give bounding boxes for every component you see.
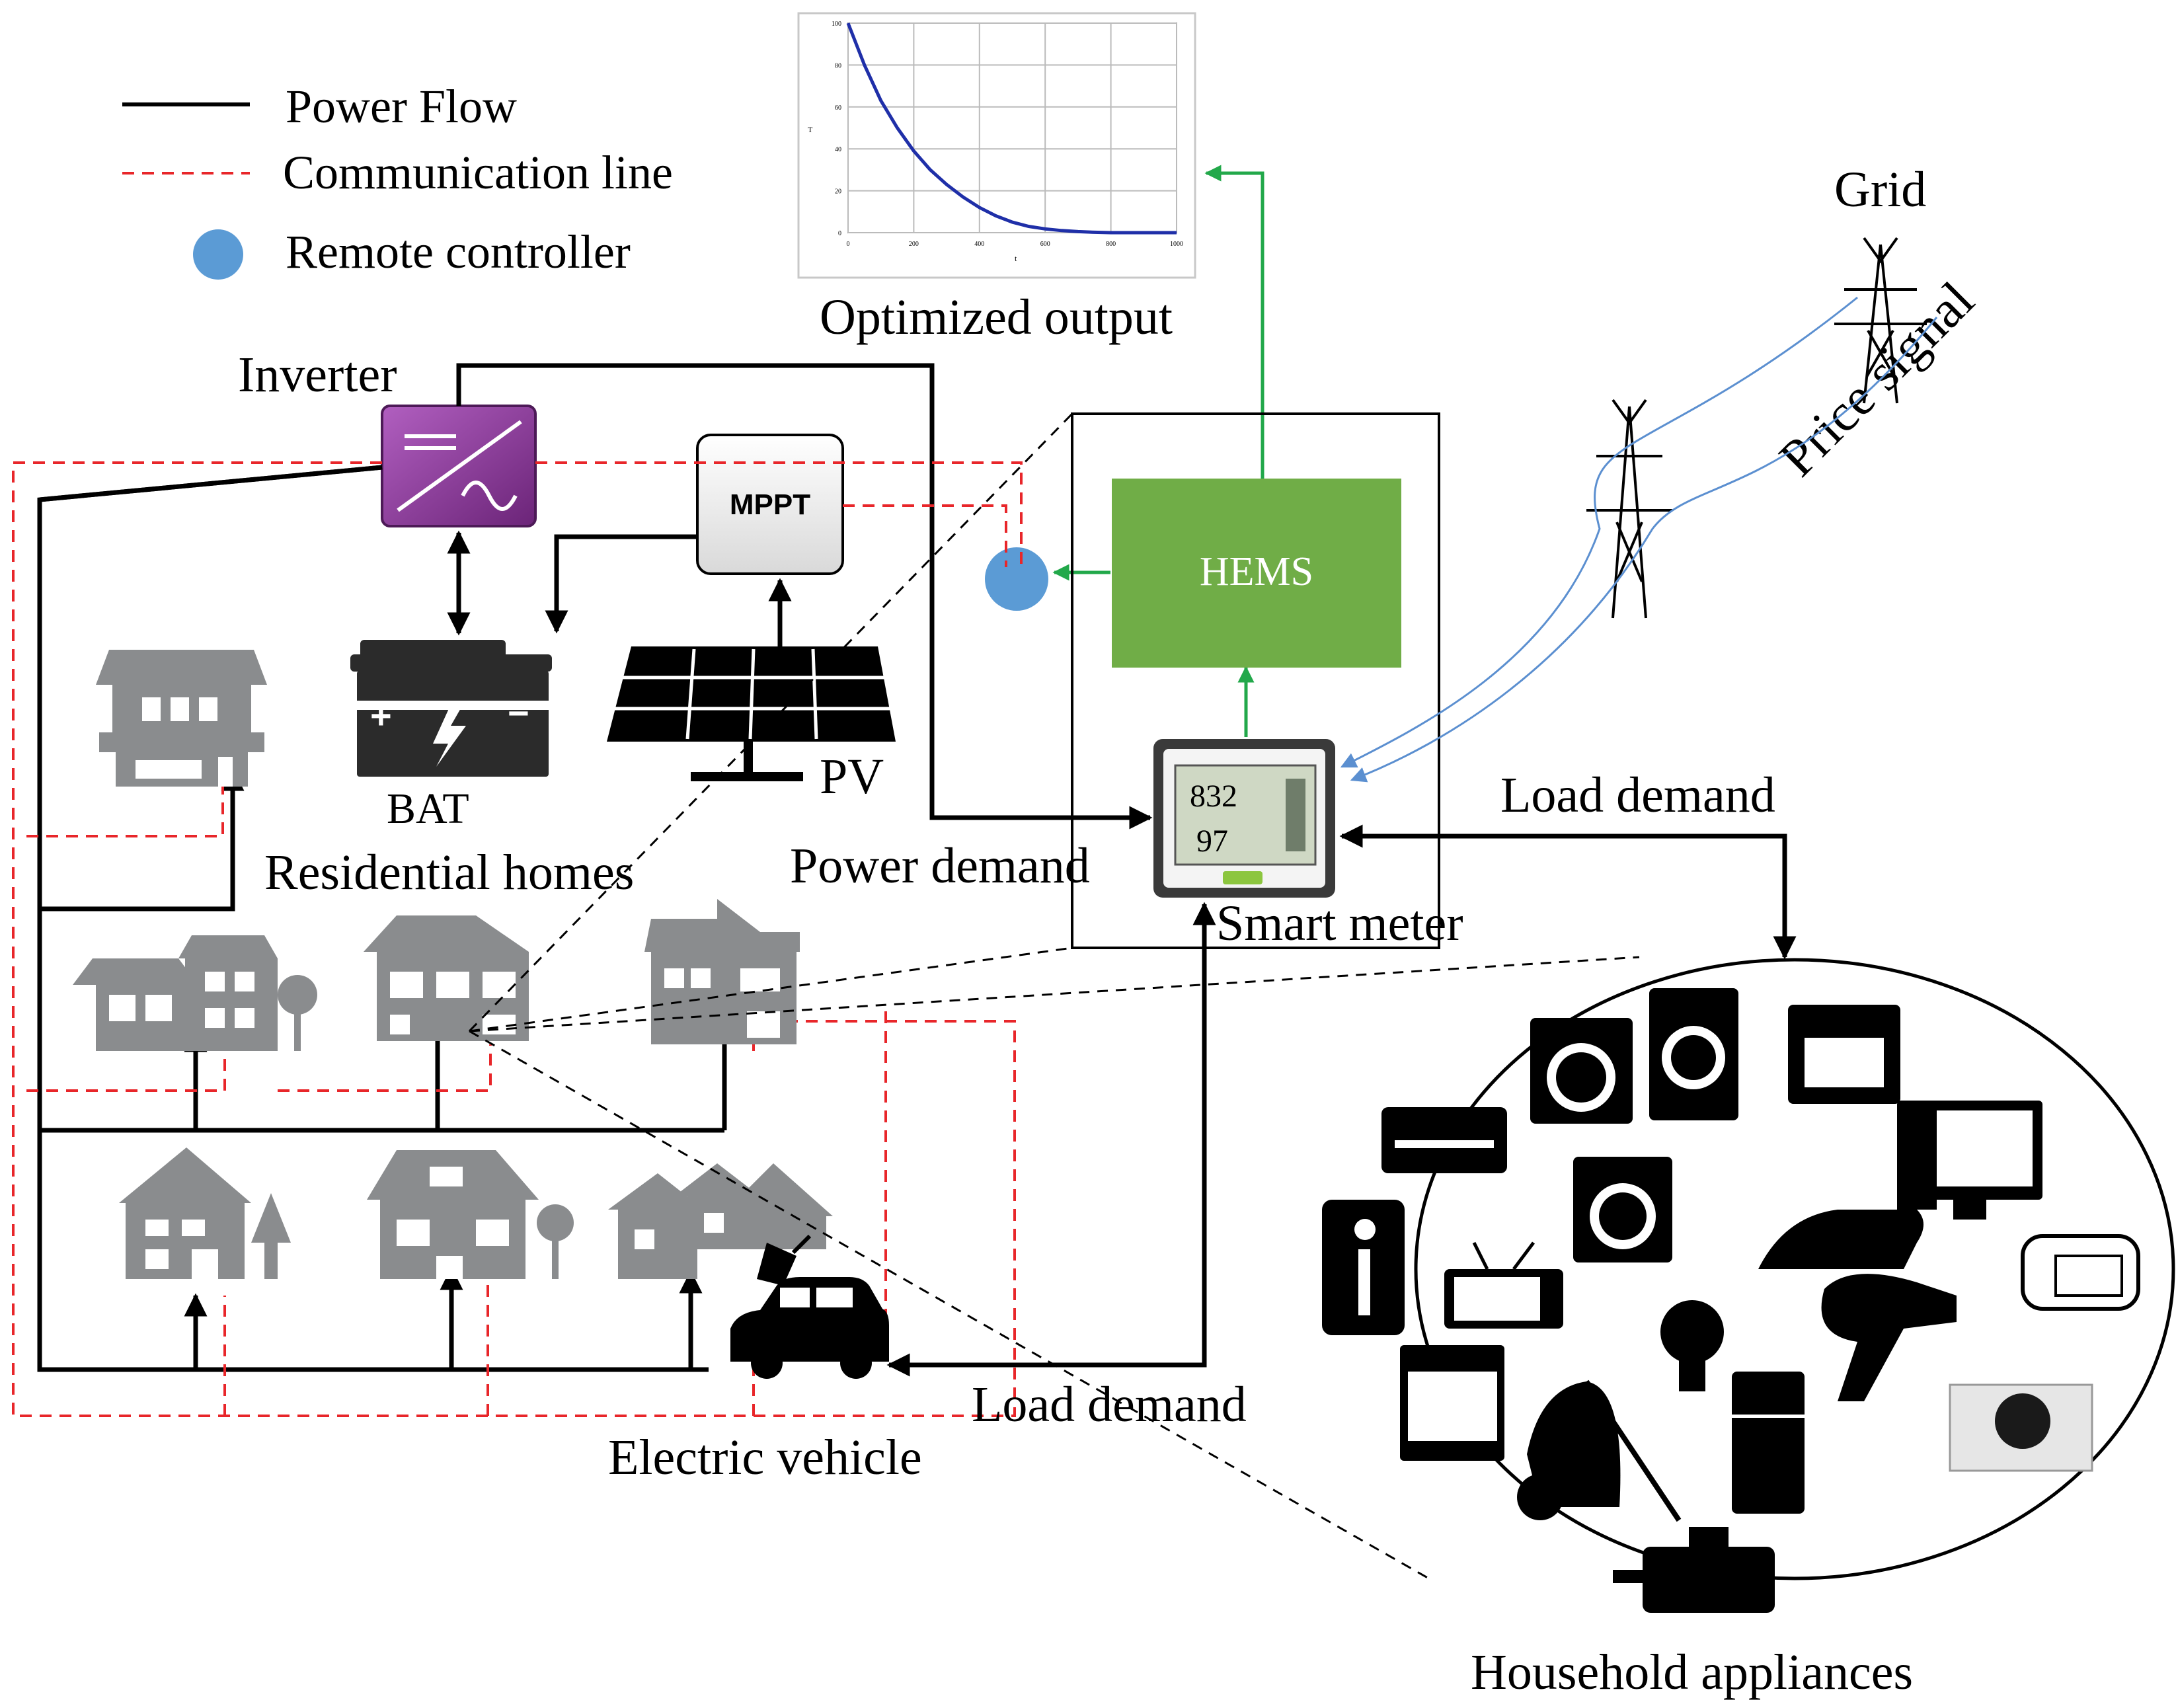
- hair-dryer-icon: [1821, 1274, 1957, 1401]
- svg-text:+: +: [370, 695, 392, 736]
- house-bottom-2: [367, 1150, 574, 1279]
- legend-remote-controller-label: Remote controller: [286, 225, 631, 278]
- smart-meter-label: Smart meter: [1216, 896, 1463, 951]
- washer-icon: [1573, 1157, 1672, 1262]
- chart-series-line: [846, 22, 1177, 235]
- house-middle-2: [364, 915, 529, 1041]
- front-loader-icon: [1649, 988, 1738, 1120]
- svg-text:−: −: [508, 692, 529, 734]
- electric-vehicle-icon: [730, 1234, 889, 1379]
- vacuum-cleaner-icon: [1517, 1379, 1682, 1522]
- inverter-feed-line: [39, 465, 383, 502]
- grid-label: Grid: [1834, 162, 1926, 217]
- legend-communication-label: Communication line: [283, 146, 673, 199]
- chart-x-tick-label: 400: [974, 241, 984, 248]
- hems-box: [1112, 479, 1401, 668]
- chart-y-tick-label: 80: [835, 62, 841, 69]
- mppt-label: MPPT: [730, 488, 810, 521]
- house-top: [96, 650, 267, 787]
- chart-y-tick-label: 0: [838, 230, 841, 237]
- price-signal-label: Price signal: [1769, 271, 1986, 488]
- chart-x-tick-label: 200: [909, 241, 919, 248]
- zoom-dashed-lines: [468, 412, 1640, 1581]
- chart-ticks: 0 200 400 600 800 1000 0 20 40 60 80 100: [832, 20, 1183, 248]
- chart-y-axis-label: T: [808, 125, 813, 134]
- chart-y-tick-label: 40: [835, 146, 841, 153]
- chart-x-tick-label: 0: [847, 241, 850, 248]
- household-appliances: [1322, 988, 2140, 1613]
- load-demand-bottom-label: Load demand: [972, 1377, 1247, 1432]
- meter-reading-2: 97: [1196, 824, 1228, 859]
- hems-to-output-arrow: [1204, 165, 1264, 479]
- house-middle-1: [73, 935, 317, 1051]
- computer-icon: [1897, 1101, 2042, 1220]
- power-demand-label: Power demand: [790, 838, 1090, 894]
- chart-grid: [847, 22, 1177, 233]
- hot-plate-icon: [1949, 1383, 2093, 1472]
- optimized-output-chart: 0 200 400 600 800 1000 0 20 40 60 80 100 t T: [797, 12, 1196, 279]
- electric-vehicle-label: Electric vehicle: [608, 1430, 922, 1485]
- power-flow-lines: [37, 363, 1797, 1377]
- hems-label: HEMS: [1200, 549, 1313, 594]
- remote-controller-dot: [985, 547, 1048, 611]
- optimized-output-label: Optimized output: [820, 290, 1173, 345]
- iron-icon: [1758, 1210, 1923, 1269]
- chart-x-axis-label: t: [1015, 254, 1017, 263]
- household-appliances-label: Household appliances: [1471, 1645, 1913, 1700]
- refrigerator-icon: [1732, 1372, 1805, 1514]
- dishwasher-icon: [1400, 1345, 1504, 1461]
- hems-green-arrows: [1052, 165, 1264, 737]
- water-heater-icon: [1322, 1200, 1405, 1335]
- tv-icon: [1444, 1241, 1563, 1329]
- chart-x-tick-label: 1000: [1170, 241, 1183, 248]
- bat-label: BAT: [387, 785, 469, 833]
- house-bottom-1: [119, 1147, 291, 1279]
- communication-lines: [12, 461, 1023, 1417]
- grid-tower-left: [1586, 399, 1672, 619]
- pv-panel-icon: [607, 646, 896, 781]
- smart-meter-device: 832 97: [1153, 739, 1335, 898]
- washing-machine-icon: [1530, 1018, 1633, 1124]
- legend-remote-controller-dot: [193, 229, 243, 280]
- light-bulb-icon: [1660, 1300, 1724, 1391]
- chart-y-tick-label: 100: [832, 20, 841, 28]
- battery-icon: + −: [350, 640, 552, 777]
- heater-icon: [2021, 1234, 2140, 1311]
- legend: Power Flow Communication line Remote con…: [122, 80, 673, 280]
- legend-power-flow-label: Power Flow: [286, 80, 517, 133]
- meter-reading-1: 832: [1190, 779, 1237, 814]
- chart-x-tick-label: 600: [1040, 241, 1050, 248]
- chart-y-tick-label: 20: [835, 188, 841, 196]
- house-bottom-3: [608, 1163, 833, 1279]
- inverter-label: Inverter: [238, 347, 397, 403]
- hems-enclosure: [1071, 412, 1440, 949]
- pv-label: PV: [820, 749, 884, 804]
- air-conditioner-icon: [1381, 1107, 1507, 1173]
- chart-x-tick-label: 800: [1106, 241, 1116, 248]
- load-demand-top-label: Load demand: [1500, 767, 1775, 823]
- oven-icon: [1788, 1005, 1900, 1104]
- motor-icon: [1613, 1527, 1775, 1613]
- inverter-icon: [381, 405, 537, 527]
- chart-y-tick-label: 60: [835, 104, 841, 112]
- residential-homes-label: Residential homes: [264, 845, 634, 900]
- house-middle-3: [644, 899, 800, 1044]
- price-signal-lines: [1340, 296, 1938, 783]
